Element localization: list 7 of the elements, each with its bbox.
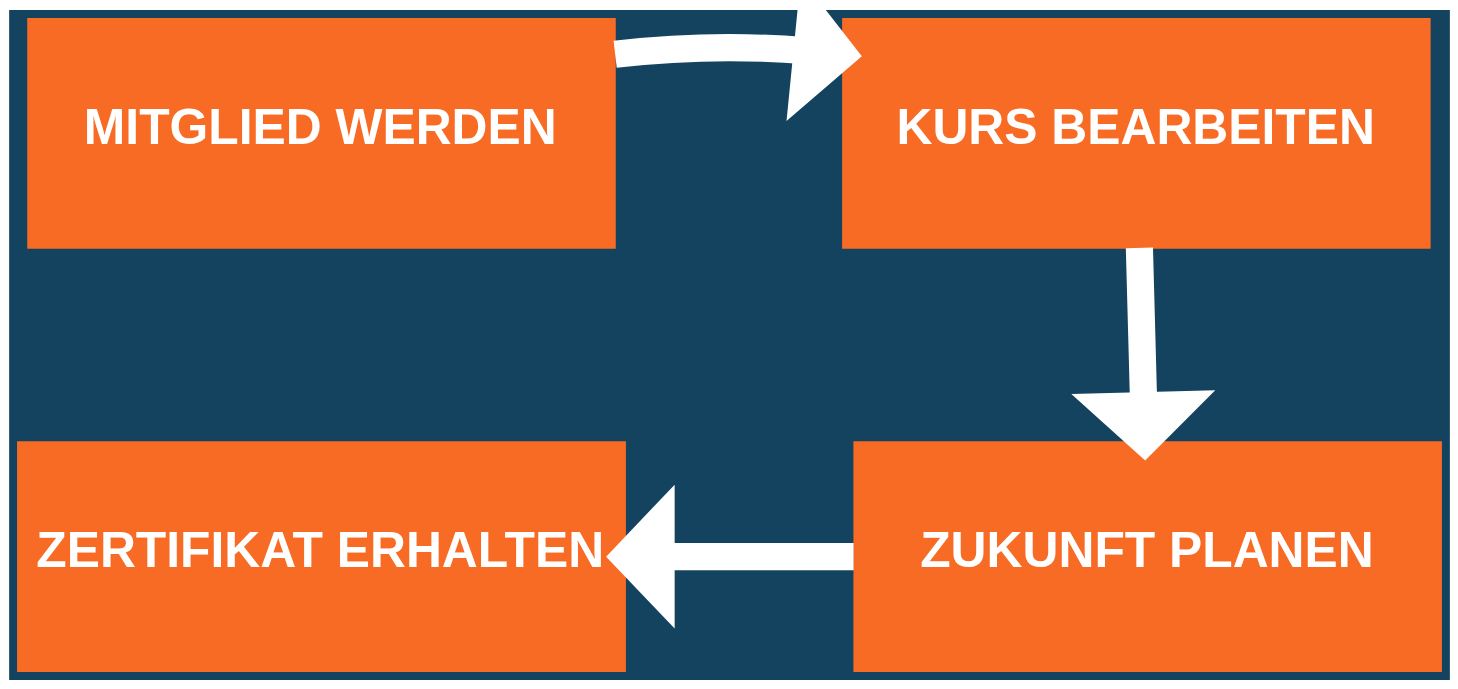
arrow (1070, 247, 1215, 461)
node-box: ZERTIFIKAT ERHALTEN (16, 440, 626, 672)
node-box: KURS BEARBEITEN (841, 17, 1431, 249)
arrow (613, 9, 862, 121)
arrow (605, 484, 854, 629)
node-box: MITGLIED WERDEN (26, 17, 616, 249)
node-box: ZUKUNFT PLANEN (852, 440, 1442, 672)
